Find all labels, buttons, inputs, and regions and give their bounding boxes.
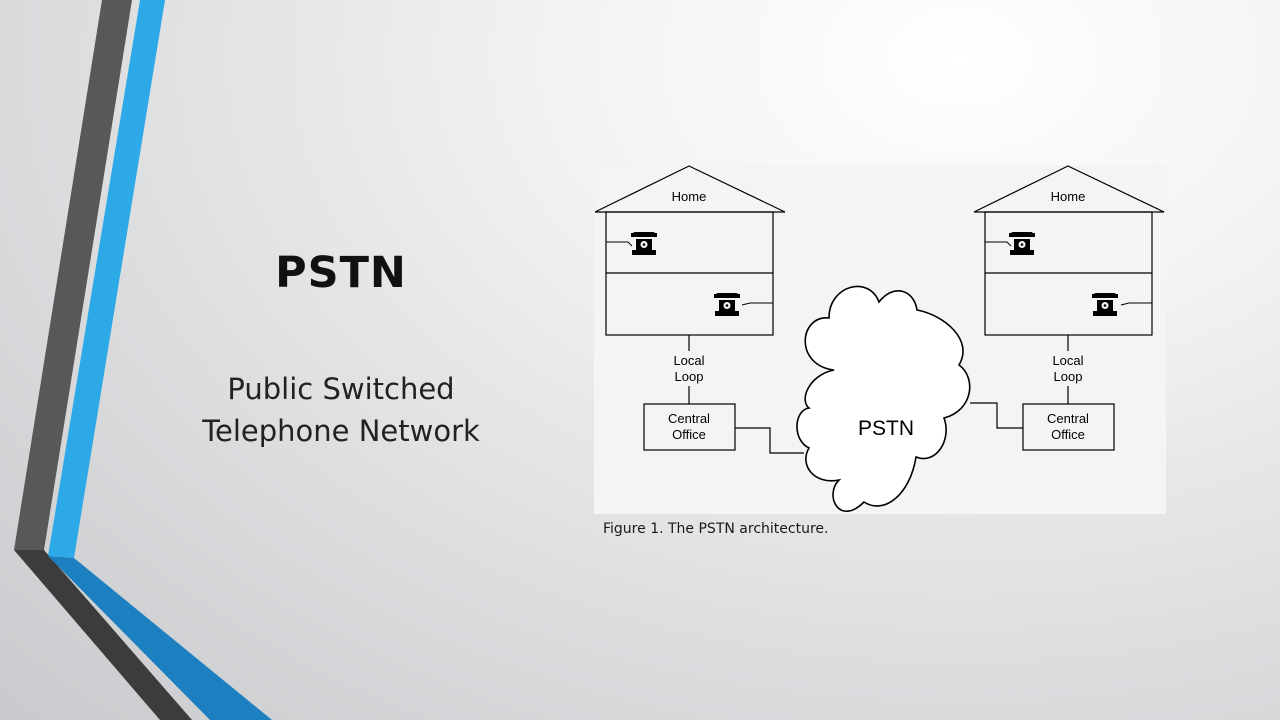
- phone-wire-right-2: [1120, 302, 1152, 306]
- decor-blue-stripe: [48, 0, 165, 558]
- subtitle-line-1: Public Switched: [227, 372, 455, 406]
- telephone-icon: [714, 293, 740, 316]
- home-label-left: Home: [672, 189, 707, 204]
- telephone-icon: [1009, 232, 1035, 255]
- home-left: Home Local Loop Central Office: [594, 165, 786, 451]
- trunk-line-right: [970, 402, 1023, 429]
- telephone-icon: [631, 232, 657, 255]
- decor-blue-lower: [48, 556, 272, 720]
- local-loop-label-right-1: Local: [1052, 353, 1083, 368]
- pstn-diagram: Home Local Loop Central Office PSTN: [594, 165, 1166, 514]
- local-loop-label-left-1: Local: [673, 353, 704, 368]
- central-office-left: [643, 403, 736, 451]
- central-office-label-right-1: Central: [1047, 411, 1089, 426]
- local-loop-label-left-2: Loop: [675, 369, 704, 384]
- cloud-label: PSTN: [858, 417, 914, 440]
- house-roof-right: [973, 165, 1165, 213]
- slide-title: PSTN: [275, 248, 407, 298]
- home-right: Home Local Loop Central Office: [973, 165, 1165, 451]
- figure-caption: Figure 1. The PSTN architecture.: [603, 521, 829, 537]
- pstn-cloud: PSTN: [796, 285, 971, 512]
- phone-wire-left-2: [741, 302, 773, 306]
- central-office-right: [1022, 403, 1115, 451]
- local-loop-label-right-2: Loop: [1054, 369, 1083, 384]
- telephone-icon: [1092, 293, 1118, 316]
- phone-wire-right-1: [985, 241, 1012, 247]
- decor-gray-stripe: [14, 0, 132, 550]
- trunk-line-left: [735, 427, 804, 454]
- cloud-shape: [796, 285, 971, 512]
- decor-dark-lower: [14, 550, 192, 720]
- home-label-right: Home: [1051, 189, 1086, 204]
- central-office-label-right-2: Office: [1051, 427, 1085, 442]
- slide-subtitle: Public Switched Telephone Network: [170, 368, 512, 452]
- house-roof-left: [594, 165, 786, 213]
- central-office-label-left-2: Office: [672, 427, 706, 442]
- subtitle-line-2: Telephone Network: [202, 414, 480, 448]
- central-office-label-left-1: Central: [668, 411, 710, 426]
- phone-wire-left-1: [606, 241, 633, 247]
